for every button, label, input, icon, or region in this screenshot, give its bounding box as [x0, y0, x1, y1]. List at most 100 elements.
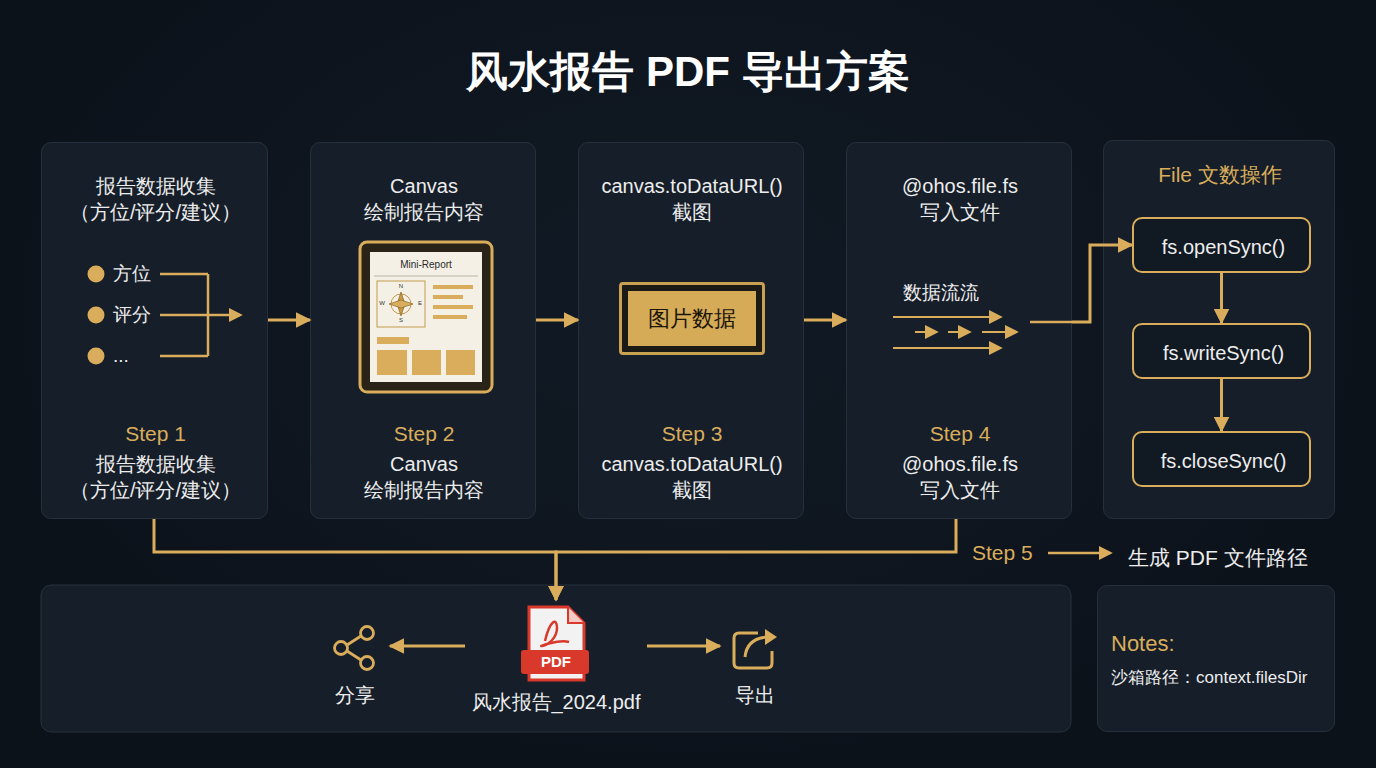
flow-connector — [1220, 379, 1223, 431]
share-icon — [361, 627, 374, 640]
flow-connector — [390, 645, 465, 648]
node-text: canvas.toDataURL() 截图 — [587, 451, 797, 503]
step-card: 报告数据收集 （方位/评分/建议） Step 1 报告数据收集 （方位/评分/建议） — [41, 142, 268, 519]
text-line — [433, 285, 473, 289]
flow-connector — [556, 519, 956, 600]
annotation-label: S — [399, 317, 403, 324]
merge-bracket — [160, 274, 208, 356]
process-box: fs.closeSync() — [1132, 431, 1311, 487]
share-icon — [361, 657, 374, 670]
text-line — [433, 315, 467, 319]
node-heading: 分享 — [326, 682, 384, 708]
step5-arrow — [1048, 552, 1110, 555]
text-line — [433, 295, 463, 299]
node-heading: canvas.toDataURL() 截图 — [587, 173, 797, 225]
report-page — [370, 252, 482, 382]
flow-connector — [536, 319, 578, 322]
flow-connector — [647, 645, 720, 648]
node-text: Step 3 — [585, 420, 799, 447]
node-heading: fs.writeSync() — [1140, 340, 1307, 366]
text-line — [377, 337, 409, 344]
step-card: @ohos.file.fs 写入文件 Step 4 @ohos.file.fs 写入… — [846, 142, 1072, 519]
process-box: fs.openSync() — [1132, 217, 1311, 273]
pdf-document-icon — [529, 607, 584, 680]
stream-arrow — [948, 331, 969, 333]
acrobat-symbol — [541, 622, 569, 646]
node-heading: PDF — [471, 652, 641, 672]
node-heading: @ohos.file.fs 写入文件 — [880, 173, 1040, 225]
content-block — [377, 350, 407, 375]
text-line — [433, 305, 473, 309]
bullet-dot — [88, 266, 105, 283]
flow-connector — [154, 519, 556, 600]
step-card: canvas.toDataURL() 截图 Step 3 canvas.toData… — [578, 142, 804, 519]
export-icon — [745, 637, 768, 657]
output-panel — [41, 585, 1071, 732]
flow-connector — [804, 319, 846, 322]
pdf-page-fold — [568, 607, 584, 623]
annotation-label: W — [379, 300, 385, 307]
node-heading: 图片数据 — [628, 291, 756, 346]
icon-node: 导出 — [720, 618, 790, 713]
node-heading: File 文数操作 — [1110, 161, 1330, 188]
header-rule — [374, 276, 478, 277]
compass-needle — [397, 292, 405, 316]
share-icon — [335, 642, 348, 655]
content-block — [446, 350, 475, 375]
step-card: Notes: 沙箱路径：context.filesDir — [1097, 585, 1335, 732]
bullet-dot — [88, 307, 105, 324]
node-text: 报告数据收集 （方位/评分/建议） — [65, 451, 247, 503]
step-card: Canvas 绘制报告内容 Step 2 Canvas 绘制报告内容 — [310, 142, 536, 519]
stream-arrow — [982, 331, 1016, 333]
node-text: Step 1 — [48, 420, 263, 447]
compass-needle — [389, 300, 413, 308]
tablet-frame — [360, 242, 492, 392]
share-icon — [347, 636, 361, 660]
annotation-label: Step 5 — [972, 540, 1033, 565]
node-heading: Canvas 绘制报告内容 — [333, 173, 515, 225]
node-text: 风水报告_2024.pdf — [471, 689, 641, 715]
flow-connector — [1220, 273, 1223, 323]
node-text: @ohos.file.fs 写入文件 — [880, 451, 1040, 503]
node-heading: 导出 — [726, 682, 784, 708]
annotation-label: E — [418, 300, 422, 307]
stream-leader — [1030, 321, 1072, 324]
stream-arrow — [915, 331, 936, 333]
node-text: Step 2 — [317, 420, 531, 447]
flow-connector — [268, 319, 310, 322]
node-heading: 报告数据收集 （方位/评分/建议） — [65, 173, 247, 225]
merge-arrow — [160, 314, 240, 317]
compass-ring — [391, 294, 411, 314]
data-box: 图片数据 — [619, 282, 765, 355]
node-text: Canvas 绘制报告内容 — [333, 451, 515, 503]
diagram-title: 风水报告 PDF 导出方案 — [0, 44, 1376, 100]
step-card: File 文数操作 fs.openSync() fs.writeSync() fs.c… — [1103, 140, 1335, 519]
process-box: fs.writeSync() — [1132, 323, 1311, 379]
compass-box — [377, 281, 425, 327]
icon-node: PDF 风水报告_2024.pdf — [465, 600, 647, 718]
pdf-band — [521, 650, 589, 674]
annotation-label: 生成 PDF 文件路径 — [1128, 545, 1308, 570]
content-block — [412, 350, 441, 375]
node-heading: fs.openSync() — [1140, 234, 1307, 260]
bullet-dot — [88, 348, 105, 365]
annotation-label: ... — [113, 345, 129, 368]
node-heading: Notes: — [1111, 629, 1175, 658]
node-text: Step 4 — [853, 420, 1067, 447]
icon-node: 分享 — [320, 618, 390, 713]
export-icon — [765, 629, 777, 645]
node-heading: fs.closeSync() — [1140, 448, 1307, 474]
export-icon — [734, 633, 772, 668]
annotation-label: 评分 — [113, 304, 151, 327]
annotation-label: Mini-Report — [400, 259, 452, 271]
stream-arrow — [893, 316, 1000, 318]
annotation-label: N — [399, 283, 403, 290]
node-text: 沙箱路径：context.filesDir — [1111, 667, 1307, 689]
stream-arrow — [893, 347, 1000, 349]
